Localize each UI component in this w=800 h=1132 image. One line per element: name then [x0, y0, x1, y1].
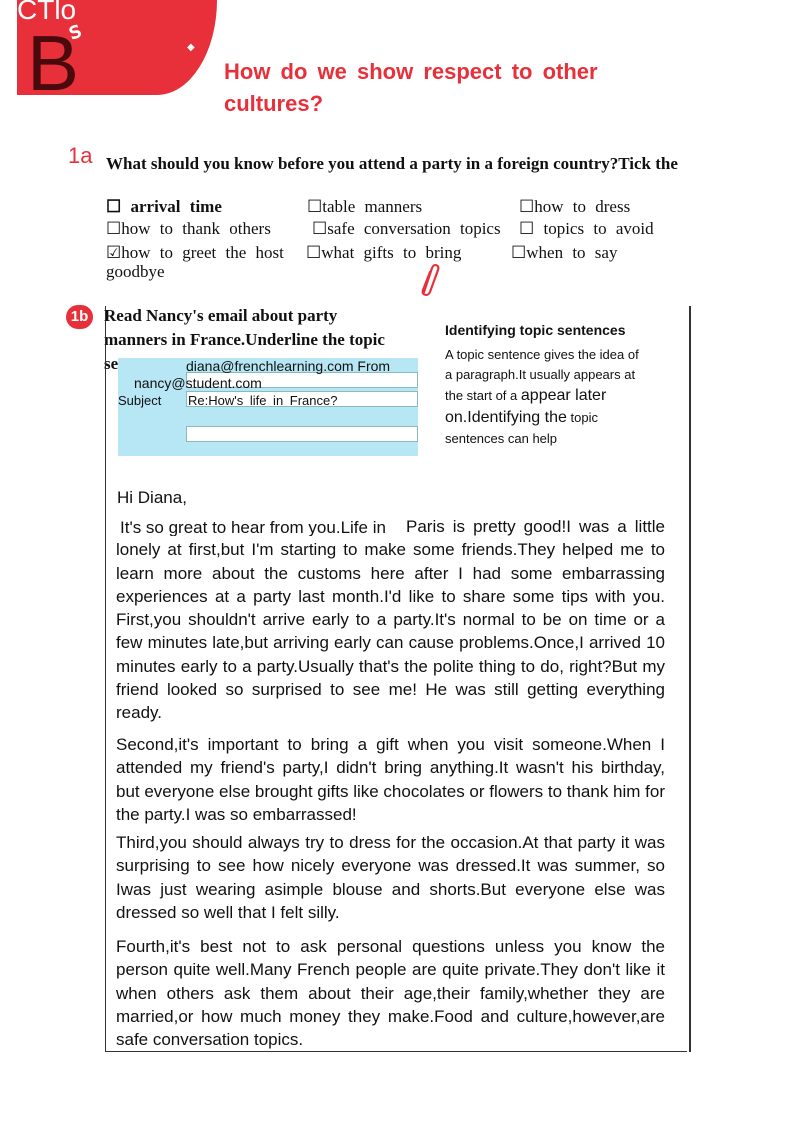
email-paragraph-3: Third,you should always try to dress for…	[116, 833, 665, 922]
email-greeting: Hi Diana,	[117, 488, 187, 507]
email-to-field[interactable]	[186, 372, 418, 388]
email-paragraph-1-start: It's so great to hear from you.Life in	[120, 518, 386, 536]
email-paragraph-2: Second,it's important to bring a gift wh…	[116, 735, 666, 824]
tip-body-end: topic sentences can help	[445, 410, 598, 446]
exercise-number-1b: 1b	[66, 305, 93, 329]
section-title: How do we show respect to other cultures…	[224, 59, 598, 116]
frame-left-border	[105, 306, 106, 1052]
frame-bottom-border	[105, 1051, 687, 1052]
banner-dot-icon: ◆	[187, 42, 195, 53]
exercise-number-1a: 1a	[68, 143, 93, 168]
email-subject-label: Subject	[118, 393, 162, 408]
option-how-to-dress[interactable]: ☐how to dress	[519, 197, 631, 216]
banner-corner-text: CTlo	[17, 0, 77, 25]
banner-letter: B	[27, 19, 80, 95]
option-how-to-thank-others[interactable]: ☐how to thank others	[106, 219, 271, 238]
option-safe-conversation-topics[interactable]: ☐safe conversation topics	[312, 219, 501, 238]
tip-body-big: appear later on.Identifying the	[445, 387, 607, 426]
option-arrival-time[interactable]: ☐ arrival time	[106, 197, 222, 216]
option-goodbye: goodbye	[106, 262, 165, 281]
email-to: nancy@student.com	[134, 375, 262, 391]
paperclip-icon	[421, 264, 440, 296]
frame-right-border	[689, 306, 691, 1052]
tip-body: A topic sentence gives the idea of a par…	[445, 345, 645, 475]
option-when-to-say[interactable]: ☐when to say	[511, 243, 618, 262]
email-subject-field[interactable]	[186, 391, 418, 407]
email-paragraph-4: Fourth,it's best not to ask personal que…	[116, 937, 665, 1050]
exercise-1a-question: What should you know before you attend a…	[106, 154, 678, 173]
tip-title: Identifying topic sentences	[445, 322, 626, 338]
email-from: diana@frenchlearning.com From	[186, 358, 391, 374]
option-what-gifts-to-bring[interactable]: ☐what gifts to bring	[306, 243, 462, 262]
option-topics-to-avoid[interactable]: ☐ topics to avoid	[519, 219, 654, 238]
email-extra-field[interactable]	[186, 426, 418, 442]
email-paragraph-1: Paris is pretty good!I was a little lone…	[116, 517, 665, 723]
option-table-manners[interactable]: ☐table manners	[307, 197, 423, 216]
unit-banner: CTlo B ꜱ ◆	[17, 0, 217, 95]
email-subject: Re:How's life in France?	[188, 393, 338, 408]
tip-body-small: A topic sentence gives the idea of a par…	[445, 347, 639, 403]
option-how-to-greet-the-host[interactable]: ☑how to greet the host	[106, 243, 284, 262]
